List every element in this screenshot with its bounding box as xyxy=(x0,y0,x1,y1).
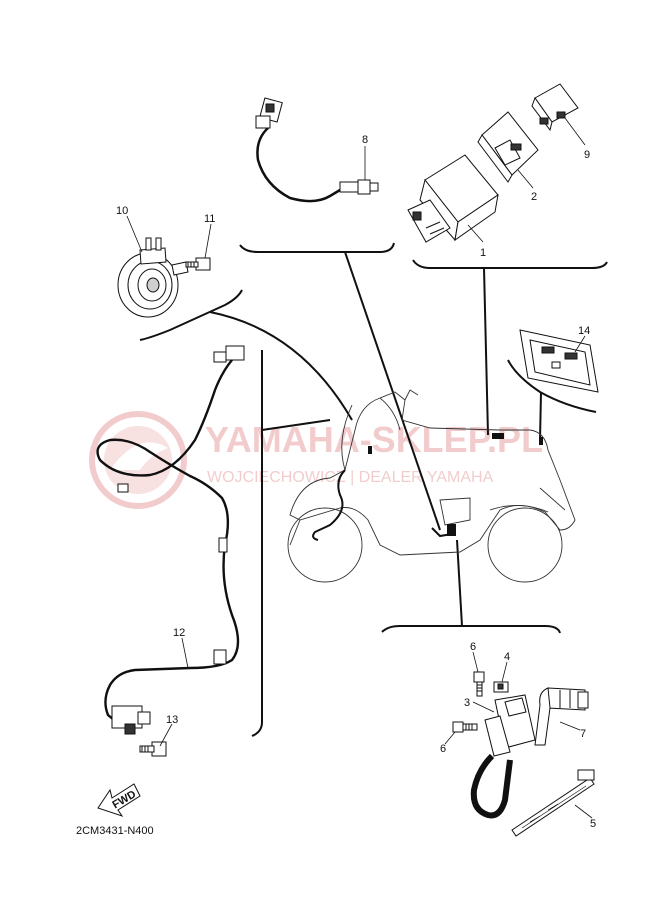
label-3: 3 xyxy=(464,697,470,709)
label-4: 4 xyxy=(504,651,510,663)
wheel-sensor-lead-icon xyxy=(96,345,245,735)
ecu-cover-icon xyxy=(477,111,539,183)
bike-horn-mark xyxy=(368,446,372,454)
fwd-label: FWD xyxy=(110,788,138,811)
label-1: 1 xyxy=(480,247,486,259)
relay-icon xyxy=(531,83,579,132)
watermark-sub: WOJCIECHOWICZ | DEALER YAMAHA xyxy=(207,469,494,486)
spark-plug-cap-icon xyxy=(534,687,589,746)
cable-tie-icon xyxy=(511,769,595,837)
ecu-module-icon xyxy=(407,154,499,243)
label-14: 14 xyxy=(578,325,590,337)
label-11: 11 xyxy=(204,213,215,225)
ignition-coil-icon xyxy=(470,694,536,819)
bolt-icon xyxy=(473,671,485,697)
bike-connector-mark xyxy=(447,524,456,536)
label-13: 13 xyxy=(166,714,178,726)
bolt-icon xyxy=(452,721,478,733)
bolt-icon xyxy=(185,257,211,271)
bike-relay-mark xyxy=(539,437,543,445)
label-8: 8 xyxy=(362,134,368,146)
label-10: 10 xyxy=(116,205,128,217)
clip-icon xyxy=(493,681,509,693)
diagram-code: 2CM3431-N400 xyxy=(76,825,154,837)
bike-ecu-mark xyxy=(492,433,504,439)
label-5: 5 xyxy=(590,818,596,830)
label-6b: 6 xyxy=(440,743,446,755)
part-labels: 8 10 11 1 2 9 14 12 13 6 4 3 6 7 5 xyxy=(116,134,596,830)
bolt-icon xyxy=(139,741,167,757)
sensor-lead-icon xyxy=(255,97,379,203)
connector-block-icon xyxy=(519,329,599,393)
label-2: 2 xyxy=(531,191,537,203)
label-6a: 6 xyxy=(470,641,476,653)
label-7: 7 xyxy=(580,728,586,740)
watermark-main: YAMAHA-SKLEP.PL xyxy=(205,419,543,460)
label-leaders xyxy=(126,117,593,819)
label-9: 9 xyxy=(584,149,590,161)
horn-icon xyxy=(117,237,189,318)
fwd-arrow-icon: FWD xyxy=(97,783,141,817)
callout-lines xyxy=(139,242,608,737)
scooter-outline xyxy=(287,389,576,583)
watermark: YAMAHA-SKLEP.PL WOJCIECHOWICZ | DEALER Y… xyxy=(89,411,543,509)
label-12: 12 xyxy=(173,627,185,639)
